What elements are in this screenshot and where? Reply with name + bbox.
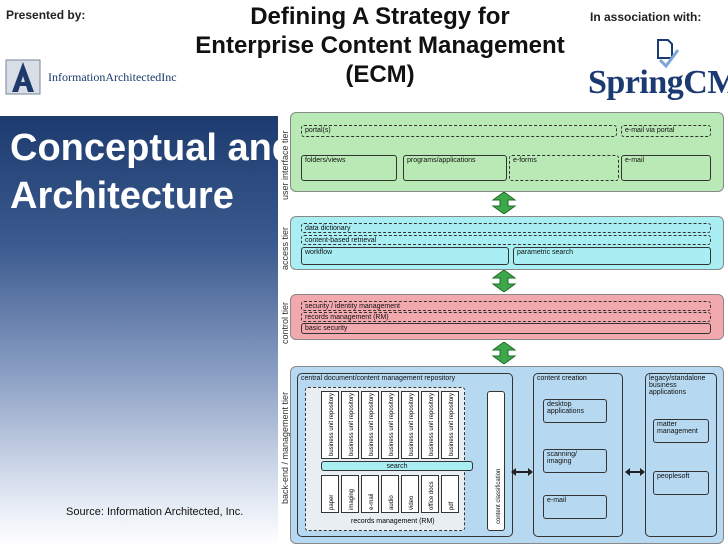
architecture-diagram: user interface tier access tier control … xyxy=(278,104,728,546)
content-type: audio xyxy=(381,475,399,513)
business-unit-repository: business unit repository xyxy=(441,391,459,459)
email-ui-box: e-mail xyxy=(621,155,711,181)
portal-box: portal(s) xyxy=(301,125,617,137)
content-creation-box: content creation xyxy=(533,373,623,537)
folders-views-box: folders/views xyxy=(301,155,397,181)
ia-logo-text: InformationArchitectedInc xyxy=(48,70,177,84)
email-creation-box: e-mail xyxy=(543,495,607,519)
data-dictionary-box: data dictionary xyxy=(301,223,711,233)
in-association-label: In association with: xyxy=(590,10,702,24)
backend-management-tier: central document/content management repo… xyxy=(290,366,724,544)
tier-label-access: access tier xyxy=(280,226,290,270)
matter-management-box: matter management xyxy=(653,419,709,443)
left-gradient-panel xyxy=(0,116,278,546)
document-check-icon xyxy=(657,39,680,68)
double-arrow-icon xyxy=(491,342,517,364)
springcm-logo: SpringCM xyxy=(588,38,728,101)
content-type: e-mail xyxy=(361,475,379,513)
content-classification-box: content classification xyxy=(487,391,505,531)
records-management-control-box: records management (RM) xyxy=(301,312,711,322)
email-portal-box: e-mail via portal xyxy=(621,125,711,137)
tier-label-backend: back-end / management tier xyxy=(280,391,290,504)
security-identity-box: security / identity management xyxy=(301,301,711,311)
search-bar: search xyxy=(321,461,473,471)
programs-applications-box: programs/applications xyxy=(403,155,507,181)
basic-security-box: basic security xyxy=(301,323,711,334)
business-unit-repository: business unit repository xyxy=(321,391,339,459)
business-unit-repository: business unit repository xyxy=(381,391,399,459)
business-unit-repository: business unit repository xyxy=(361,391,379,459)
slide-title: Defining A Strategy for Enterprise Conte… xyxy=(195,3,565,88)
peoplesoft-box: peoplesoft xyxy=(653,471,709,495)
springcm-wordmark: SpringCM xyxy=(588,64,728,101)
central-repository-box: central document/content management repo… xyxy=(297,373,513,537)
user-interface-tier: portal(s) e-mail via portal folders/view… xyxy=(290,112,724,192)
content-retrieval-box: content-based retrieval xyxy=(301,235,711,245)
content-type: office docs xyxy=(421,475,439,513)
desktop-applications-box: desktop applications xyxy=(543,399,607,423)
content-type: video xyxy=(401,475,419,513)
source-caption: Source: Information Architected, Inc. xyxy=(66,506,244,518)
scanning-imaging-box: scanning/ imaging xyxy=(543,449,607,473)
parametric-search-box: parametric search xyxy=(513,247,711,265)
double-arrow-horizontal-icon xyxy=(511,468,533,476)
records-management-rm-label: records management (RM) xyxy=(351,518,435,525)
legacy-applications-label: legacy/standalone business applications xyxy=(649,375,706,396)
control-tier: security / identity management records m… xyxy=(290,294,724,340)
content-type: pdf xyxy=(441,475,459,513)
tier-label-control: control tier xyxy=(280,301,290,344)
content-type: imaging xyxy=(341,475,359,513)
business-unit-repository: business unit repository xyxy=(401,391,419,459)
content-type: paper xyxy=(321,475,339,513)
tier-label-ui: user interface tier xyxy=(280,130,290,200)
information-architected-logo: InformationArchitectedInc xyxy=(4,56,179,100)
business-unit-repository: business unit repository xyxy=(421,391,439,459)
central-repository-label: central document/content management repo… xyxy=(301,375,456,382)
double-arrow-icon xyxy=(491,192,517,214)
content-classification-label: content classification xyxy=(496,468,502,524)
workflow-box: workflow xyxy=(301,247,509,265)
ia-logo-icon xyxy=(5,59,41,95)
access-tier: data dictionary content-based retrieval … xyxy=(290,216,724,270)
double-arrow-icon xyxy=(491,270,517,292)
eforms-box: e-forms xyxy=(509,155,619,181)
presented-by-label: Presented by: xyxy=(6,8,86,22)
legacy-applications-box: legacy/standalone business applications xyxy=(645,373,717,537)
content-creation-label: content creation xyxy=(537,375,587,382)
double-arrow-horizontal-icon xyxy=(625,468,645,476)
business-unit-repository: business unit repository xyxy=(341,391,359,459)
